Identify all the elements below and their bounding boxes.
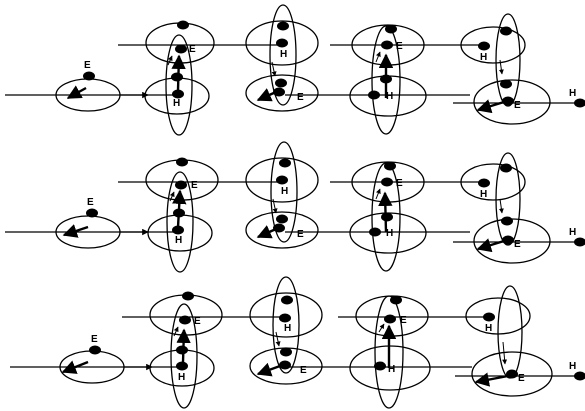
h-label: H (386, 91, 393, 102)
stage-5: H E H (455, 286, 585, 396)
h-label: H (386, 228, 393, 239)
stage-1: E (56, 197, 148, 248)
e-particle (83, 72, 95, 81)
e-label: E (297, 92, 304, 103)
h-label: H (175, 235, 182, 246)
h-label: H (178, 372, 185, 383)
e-label: E (194, 316, 201, 327)
row-3: E E H H E (10, 277, 585, 408)
stage-1: E (60, 334, 152, 383)
e-label: E (518, 373, 525, 384)
stage-3: H E (250, 277, 322, 384)
h-label: H (284, 323, 291, 334)
e-label: E (514, 100, 521, 111)
e-label: E (189, 44, 196, 55)
stage-4: E H (350, 25, 426, 135)
stage-4: E H (350, 296, 430, 409)
h-label: H (281, 186, 288, 197)
stage-4: E H (350, 162, 426, 272)
stage-5: H E H (453, 153, 585, 263)
stage-5: H E H (453, 14, 585, 124)
e-label: E (84, 60, 91, 71)
row-1: E E H H E (5, 5, 585, 135)
h-label: H (569, 361, 576, 372)
h-label: H (569, 88, 576, 99)
e-label: E (300, 365, 307, 376)
h-label: H (173, 98, 180, 109)
stage-2: E H (145, 21, 214, 136)
e-label: E (400, 315, 407, 326)
h-label: H (388, 364, 395, 375)
h-label: H (485, 323, 492, 334)
stage-1: E (56, 60, 148, 111)
e-label: E (191, 180, 198, 191)
h-label: H (480, 189, 487, 200)
stage-2: E H (150, 292, 222, 409)
h-label: H (569, 227, 576, 238)
e-label: E (87, 197, 94, 208)
e-label: E (396, 178, 403, 189)
e-label: E (396, 41, 403, 52)
e-label: E (91, 334, 98, 345)
h-label: H (480, 52, 487, 63)
e-label: E (514, 239, 521, 250)
e-label: E (297, 229, 304, 240)
row-2: E E H H E (5, 142, 585, 272)
stage-2: E H (146, 158, 218, 273)
h-label: H (280, 49, 287, 60)
